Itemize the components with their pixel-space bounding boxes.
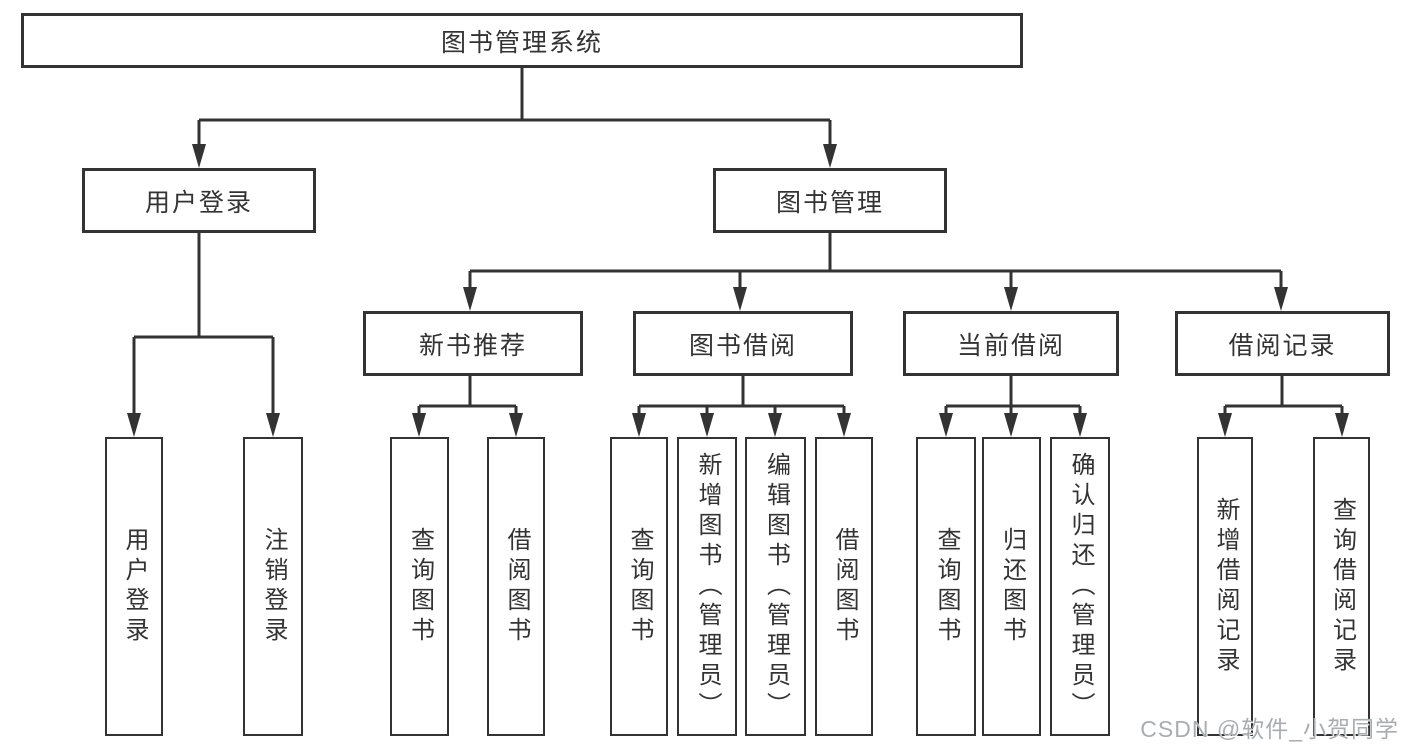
node-current-borrowing: 当前借阅 — [903, 311, 1119, 376]
arrowhead — [1004, 413, 1018, 437]
arrowhead — [127, 413, 141, 437]
node-leaf-confirm-return-admin: 确认归还（管理员） — [1050, 437, 1110, 736]
node-leaf-logout: 注销登录 — [243, 437, 303, 736]
node-borrowing-records: 借阅记录 — [1175, 311, 1390, 376]
arrowhead — [266, 413, 280, 437]
connector-new-book-children — [417, 376, 518, 419]
arrowhead — [1274, 287, 1288, 311]
node-label: 查询借阅记录 — [1328, 496, 1356, 677]
node-leaf-add-borrow-record: 新增借阅记录 — [1197, 437, 1253, 736]
node-leaf-add-books-admin: 新增图书（管理员） — [677, 437, 737, 736]
arrowhead — [1335, 413, 1349, 437]
csdn-watermark: CSDN @软件_小贺同学 — [1140, 716, 1399, 742]
arrowhead — [700, 413, 714, 437]
node-library-management-system: 图书管理系统 — [21, 13, 1023, 68]
arrowhead — [1004, 287, 1018, 311]
node-leaf-borrow-books-1: 借阅图书 — [487, 437, 545, 736]
node-label: 查询图书 — [933, 526, 960, 647]
connector-borrow-records-children — [1223, 376, 1344, 419]
arrowhead — [733, 287, 747, 311]
node-label: 借阅图书 — [503, 526, 530, 647]
node-user-login: 用户登录 — [82, 168, 316, 233]
node-label: 注销登录 — [260, 526, 287, 647]
node-leaf-query-books-1: 查询图书 — [390, 437, 449, 736]
node-book-borrowing: 图书借阅 — [633, 311, 853, 376]
node-leaf-edit-books-admin: 编辑图书（管理员） — [745, 437, 806, 736]
arrowhead — [823, 144, 837, 168]
node-label: 归还图书 — [998, 526, 1026, 647]
node-label: 查询图书 — [406, 526, 434, 647]
arrowhead — [632, 413, 646, 437]
arrowhead — [768, 413, 782, 437]
node-label: 编辑图书（管理员） — [762, 451, 790, 722]
node-label: 新增图书（管理员） — [694, 451, 721, 722]
connector-user-login-children — [132, 233, 275, 419]
node-label: 借阅图书 — [831, 526, 858, 647]
arrowhead — [1073, 413, 1087, 437]
connector-root-to-level2 — [197, 68, 832, 150]
node-book-management: 图书管理 — [713, 168, 947, 233]
connector-current-borrow-children — [944, 376, 1082, 419]
node-label: 新增借阅记录 — [1212, 496, 1239, 677]
arrowhead — [837, 413, 851, 437]
node-label: 用户登录 — [121, 526, 148, 647]
arrowhead — [939, 413, 953, 437]
arrowhead — [1218, 413, 1232, 437]
node-new-book-recommendation: 新书推荐 — [363, 311, 583, 376]
arrowhead — [463, 287, 477, 311]
node-leaf-query-books-2: 查询图书 — [610, 437, 668, 736]
node-leaf-user-login: 用户登录 — [105, 437, 163, 736]
arrowhead — [412, 413, 426, 437]
node-label: 查询图书 — [626, 526, 653, 647]
node-leaf-query-books-3: 查询图书 — [916, 437, 976, 736]
node-leaf-query-borrow-record: 查询借阅记录 — [1313, 437, 1370, 736]
arrowhead — [192, 144, 206, 168]
connector-book-borrow-children — [637, 376, 846, 419]
node-leaf-return-books: 归还图书 — [982, 437, 1041, 736]
arrowhead — [509, 413, 523, 437]
node-label: 确认归还（管理员） — [1067, 451, 1094, 722]
connector-book-management-children — [468, 233, 1283, 293]
node-leaf-borrow-books-2: 借阅图书 — [815, 437, 873, 736]
